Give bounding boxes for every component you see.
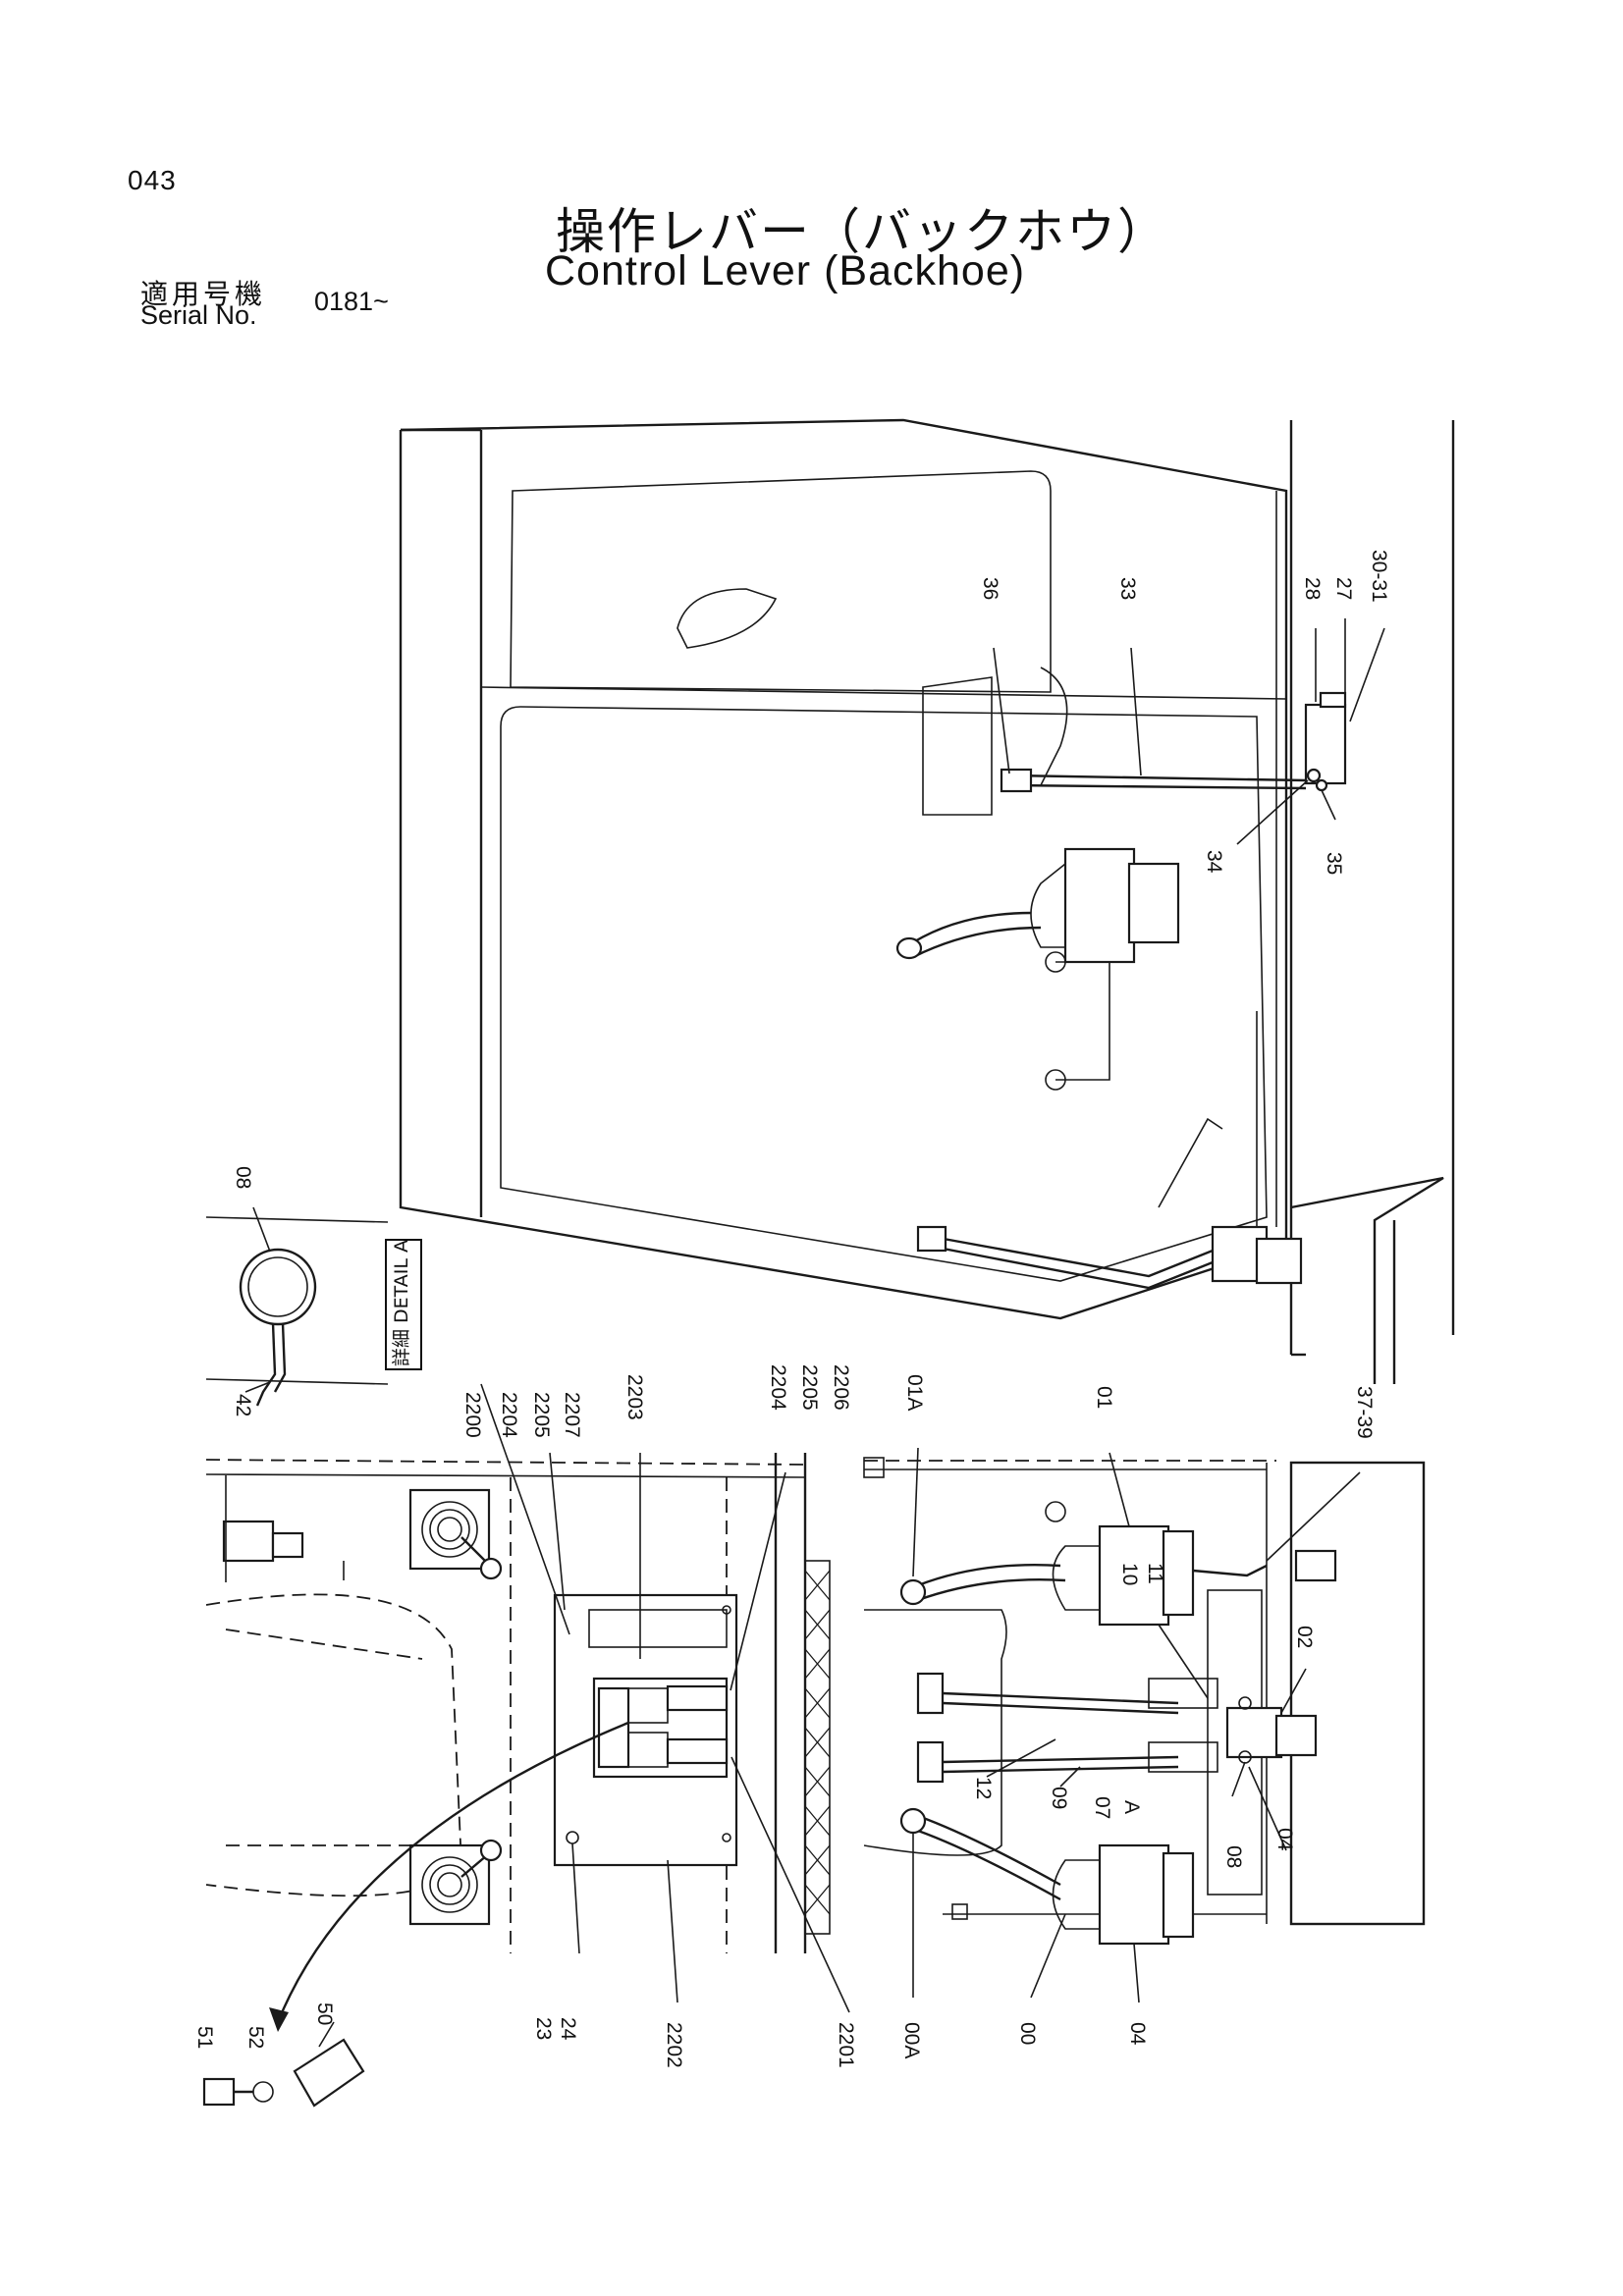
callout-24: 24 bbox=[557, 2017, 579, 2041]
callout-04-lower: 04 bbox=[1126, 2022, 1149, 2046]
callout-02: 02 bbox=[1293, 1626, 1316, 1648]
callout-34: 34 bbox=[1203, 850, 1225, 874]
callout-27: 27 bbox=[1332, 577, 1355, 600]
title-japanese: 操作レバー（バックホウ） bbox=[556, 203, 1168, 260]
leader-lines bbox=[318, 618, 1385, 2048]
detail-a-label-box bbox=[385, 1239, 422, 1370]
lower-left-view bbox=[202, 1453, 831, 2108]
callout-36: 36 bbox=[979, 577, 1001, 600]
lower-right-view bbox=[863, 1457, 1426, 1946]
callout-A: A bbox=[1120, 1800, 1143, 1814]
callout-51: 51 bbox=[193, 2026, 216, 2049]
callout-2202: 2202 bbox=[663, 2022, 685, 2068]
page-number: 043 bbox=[128, 165, 177, 195]
callout-2203: 2203 bbox=[623, 1374, 646, 1420]
callout-00: 00 bbox=[1016, 2022, 1039, 2045]
callout-42: 42 bbox=[232, 1394, 254, 1416]
detail-a-label: 詳細 DETAIL A bbox=[391, 1239, 412, 1366]
callout-10: 10 bbox=[1118, 1563, 1141, 1585]
callout-08-lower: 08 bbox=[1222, 1845, 1245, 1868]
callout-2205-left: 2205 bbox=[530, 1392, 553, 1438]
serial-label-english: Serial No. bbox=[140, 300, 257, 330]
callout-01: 01 bbox=[1093, 1386, 1115, 1409]
callout-01A: 01A bbox=[903, 1374, 926, 1411]
title-english: Control Lever (Backhoe) bbox=[545, 247, 1026, 294]
callout-33: 33 bbox=[1116, 577, 1139, 600]
callout-23: 23 bbox=[532, 2017, 555, 2040]
callout-08-detail: 08 bbox=[232, 1166, 254, 1189]
callout-2204-right: 2204 bbox=[767, 1364, 789, 1411]
callout-2205-right: 2205 bbox=[798, 1364, 821, 1411]
callout-2206: 2206 bbox=[830, 1364, 852, 1411]
callout-labels: 36 33 28 27 30-31 34 35 08 42 2200 2204 … bbox=[193, 550, 1390, 2068]
callout-2201: 2201 bbox=[835, 2022, 857, 2068]
callout-04-upper: 04 bbox=[1273, 1828, 1296, 1851]
callout-09: 09 bbox=[1048, 1787, 1070, 1809]
callout-12: 12 bbox=[972, 1777, 995, 1799]
callout-28: 28 bbox=[1301, 577, 1324, 600]
cab-view bbox=[399, 418, 1455, 1384]
callout-30-31: 30-31 bbox=[1368, 550, 1390, 603]
callout-2204-left: 2204 bbox=[498, 1392, 520, 1438]
serial-value: 0181~ bbox=[314, 287, 389, 316]
callout-11: 11 bbox=[1144, 1563, 1166, 1584]
callout-07: 07 bbox=[1091, 1796, 1113, 1819]
detail-a-view bbox=[205, 1206, 389, 1407]
serial-label-japanese: 適用号機 bbox=[140, 278, 267, 310]
callout-50: 50 bbox=[313, 2002, 336, 2025]
callout-2207: 2207 bbox=[561, 1392, 583, 1438]
callout-00A: 00A bbox=[900, 2022, 923, 2058]
callout-52: 52 bbox=[244, 2026, 267, 2049]
callout-35: 35 bbox=[1323, 852, 1345, 875]
callout-2200: 2200 bbox=[461, 1392, 484, 1438]
callout-37-39: 37-39 bbox=[1353, 1386, 1376, 1439]
